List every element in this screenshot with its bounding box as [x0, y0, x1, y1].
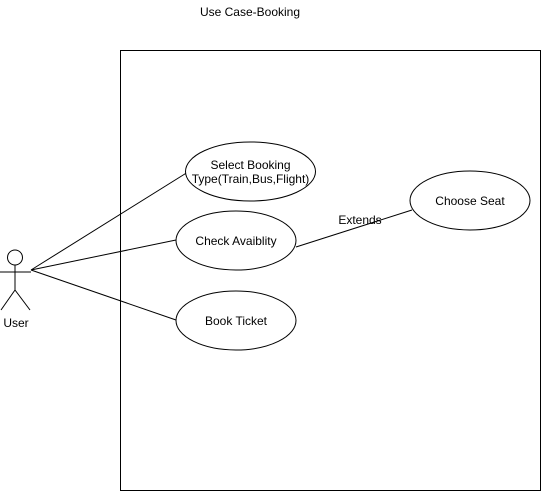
user-actor-icon	[0, 249, 31, 311]
actor-label: User	[3, 316, 29, 330]
extend-relationship-label: Extends	[338, 213, 382, 227]
use-case-select-booking-label: Select Booking Type(Train,Bus,Flight)	[185, 142, 316, 201]
use-case-check-availability	[175, 210, 297, 271]
select-booking-line1: Select Booking	[210, 157, 291, 172]
use-case-book-ticket	[175, 290, 297, 351]
select-booking-line2: Type(Train,Bus,Flight)	[191, 171, 310, 186]
use-case-book-ticket-label: Book Ticket	[204, 313, 268, 328]
use-case-check-availability-label: Check Avaiblity	[195, 233, 277, 248]
system-boundary	[120, 50, 541, 491]
diagram-title: Use Case-Booking	[199, 5, 301, 19]
use-case-choose-seat	[409, 170, 531, 231]
extend-connector	[295, 209, 413, 248]
association-check-availability	[30, 239, 177, 271]
association-book-ticket	[30, 269, 177, 321]
association-select-booking	[30, 171, 189, 271]
use-case-choose-seat-label: Choose Seat	[435, 193, 505, 208]
use-case-select-booking	[185, 141, 316, 202]
